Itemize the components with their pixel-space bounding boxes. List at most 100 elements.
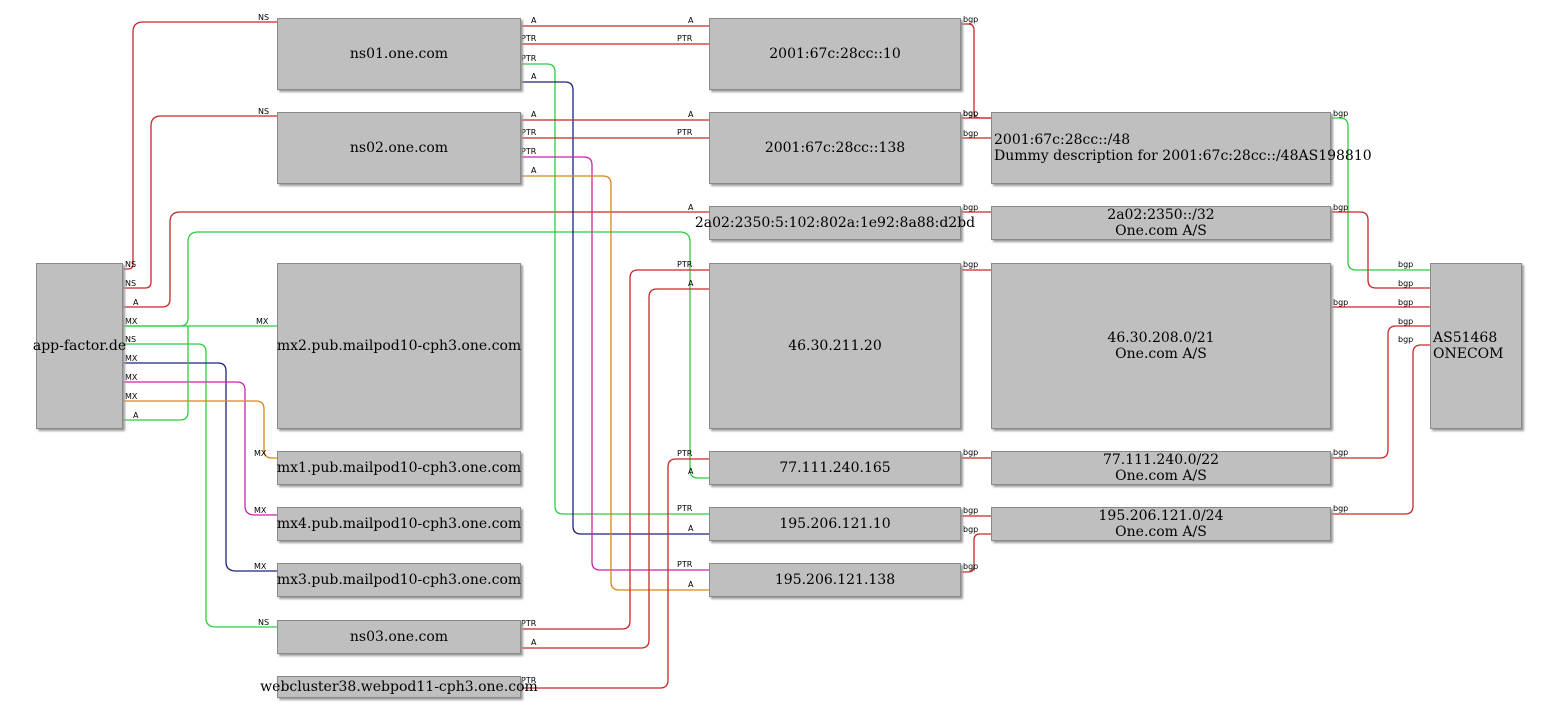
node-label-line: One.com A/S: [1115, 468, 1207, 484]
edge-label: PTR: [521, 147, 537, 156]
edge-label: A: [688, 203, 694, 212]
node-label-line: 2001:67c:28cc::138: [764, 140, 906, 156]
node-label-line: ns03.one.com: [349, 629, 449, 645]
edge-ns01-ptr-ip4c: [521, 63, 709, 515]
edge-label: bgp: [1398, 279, 1413, 288]
node-label-line: 2001:67c:28cc::10: [769, 46, 901, 62]
edge-bgp-pfx6b: [1331, 211, 1430, 289]
edge-label: bgp: [1398, 298, 1413, 307]
node-label-line: ns02.one.com: [349, 140, 449, 156]
node-label-line: mx2.pub.mailpod10-cph3.one.com: [276, 338, 522, 354]
node-label-line: One.com A/S: [1115, 223, 1207, 239]
edge-label: MX: [125, 392, 138, 401]
edge-mx-mx4: [123, 381, 277, 516]
edge-label: NS: [125, 260, 136, 269]
node-ns03[interactable]: ns03.one.com: [277, 620, 521, 654]
node-mx3[interactable]: mx3.pub.mailpod10-cph3.one.com: [277, 563, 521, 597]
edge-label: A: [688, 16, 694, 25]
edge-label: bgp: [1333, 298, 1348, 307]
node-label-line: 195.206.121.10: [779, 516, 891, 532]
node-mx4[interactable]: mx4.pub.mailpod10-cph3.one.com: [277, 507, 521, 541]
node-ip-195-206-121-138[interactable]: 195.206.121.138: [709, 563, 961, 597]
edge-label: bgp: [963, 109, 978, 118]
edge-ns01-a-ip4c: [521, 81, 709, 535]
node-label-line: ns01.one.com: [349, 46, 449, 62]
edge-label: bgp: [1333, 504, 1348, 513]
edge-bgp-pfx4b: [1331, 325, 1430, 459]
node-label-line: 2001:67c:28cc::/48: [994, 132, 1131, 148]
node-ip-2001-67c-28cc-138[interactable]: 2001:67c:28cc::138: [709, 112, 961, 184]
edge-label: bgp: [963, 129, 978, 138]
edge-label: NS: [125, 335, 136, 344]
edge-bgp-ip4d: [961, 533, 991, 573]
edge-label: A: [133, 411, 139, 420]
edge-label: bgp: [1398, 335, 1413, 344]
node-label-line: mx1.pub.mailpod10-cph3.one.com: [276, 460, 522, 476]
edge-ns03-ptr: [521, 269, 709, 630]
edge-bgp-ip6a: [961, 23, 991, 119]
node-label-line: One.com A/S: [1115, 524, 1207, 540]
edge-label: MX: [254, 506, 267, 515]
node-label-line: mx4.pub.mailpod10-cph3.one.com: [276, 516, 522, 532]
node-ip-195-206-121-10[interactable]: 195.206.121.10: [709, 507, 961, 541]
node-ip-2a02-2350[interactable]: 2a02:2350:5:102:802a:1e92:8a88:d2bd: [695, 206, 975, 240]
edge-label: bgp: [963, 448, 978, 457]
edge-label: PTR: [521, 54, 537, 63]
edge-label: PTR: [521, 676, 537, 685]
edge-label: A: [688, 524, 694, 533]
node-label-line: 195.206.121.0/24: [1098, 508, 1224, 524]
node-mx2[interactable]: mx2.pub.mailpod10-cph3.one.com: [277, 263, 521, 429]
node-webcluster38[interactable]: webcluster38.webpod11-cph3.one.com: [260, 676, 538, 698]
edge-ns02-a-ip4d: [521, 175, 709, 591]
edge-label: bgp: [963, 15, 978, 24]
edge-label: PTR: [677, 260, 693, 269]
node-app-factor-de[interactable]: app-factor.de: [33, 263, 126, 429]
edge-label: A: [531, 16, 537, 25]
edge-label: NS: [258, 107, 269, 116]
edge-label: bgp: [963, 260, 978, 269]
edge-label: A: [688, 467, 694, 476]
node-label-line: webcluster38.webpod11-cph3.one.com: [260, 679, 538, 695]
edge-label: PTR: [677, 504, 693, 513]
edge-label: NS: [258, 618, 269, 627]
node-label-line: 2a02:2350:5:102:802a:1e92:8a88:d2bd: [694, 215, 976, 231]
edge-label: bgp: [1333, 109, 1348, 118]
edge-a-ip4b-green: [123, 231, 709, 479]
edge-label: bgp: [963, 109, 978, 118]
node-ip-77-111-240-165[interactable]: 77.111.240.165: [709, 451, 961, 485]
node-ns01[interactable]: ns01.one.com: [277, 18, 521, 90]
edge-label: A: [531, 166, 537, 175]
node-ip-2001-67c-28cc-10[interactable]: 2001:67c:28cc::10: [709, 18, 961, 90]
edge-label: A: [133, 298, 139, 307]
edge-label: NS: [125, 279, 136, 288]
edge-label: bgp: [1333, 203, 1348, 212]
edge-label: A: [688, 110, 694, 119]
edge-label: bgp: [1333, 448, 1348, 457]
node-ns02[interactable]: ns02.one.com: [277, 112, 521, 184]
node-mx1[interactable]: mx1.pub.mailpod10-cph3.one.com: [277, 451, 521, 485]
edge-bgp-pfx6a: [1331, 117, 1430, 271]
edge-label: A: [531, 72, 537, 81]
node-ip-46-30-211-20[interactable]: 46.30.211.20: [709, 263, 961, 429]
edge-label: PTR: [677, 560, 693, 569]
edge-label: A: [688, 580, 694, 589]
edge-label: PTR: [677, 34, 693, 43]
node-label-line: 77.111.240.0/22: [1102, 452, 1220, 468]
edge-label: NS: [258, 13, 269, 22]
node-label-line: AS51468: [1433, 330, 1498, 346]
edge-label: PTR: [521, 128, 537, 137]
edge-label: bgp: [963, 525, 978, 534]
edge-label: bgp: [1398, 317, 1413, 326]
edge-label: PTR: [521, 619, 537, 628]
edge-label: MX: [254, 449, 267, 458]
node-label-line: 46.30.211.20: [788, 338, 882, 354]
edge-ns-ns02: [123, 115, 277, 289]
edge-label: MX: [254, 562, 267, 571]
edge-label: PTR: [521, 34, 537, 43]
